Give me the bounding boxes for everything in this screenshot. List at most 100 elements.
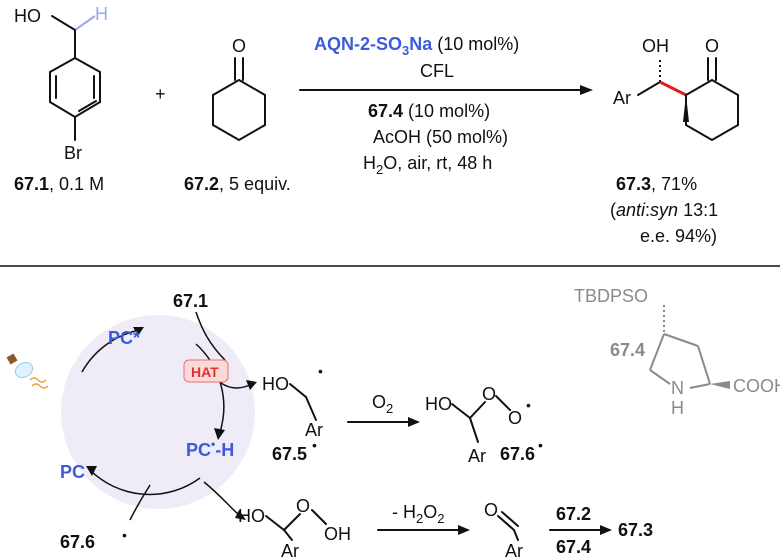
aldol-step: 67.2 67.4 67.3	[549, 504, 653, 557]
incoming-peroxyl-label: 67.6	[60, 532, 95, 552]
radical-dot: •	[122, 527, 127, 543]
product-caption: 67.3, 71%	[616, 174, 697, 194]
oxygen-addition: O2	[347, 392, 420, 427]
hydroxyl-label: HO	[262, 374, 289, 394]
final-product-label: 67.3	[618, 520, 653, 540]
bond	[51, 15, 76, 31]
oxygen-label: O	[508, 408, 522, 428]
arrowhead	[133, 327, 144, 336]
catalyst-text: AQN-2-SO3Na (10 mol%)	[314, 34, 519, 58]
hydroperoxide: HO O OH Ar	[238, 496, 351, 558]
double-bond	[501, 511, 519, 527]
hydroxyl-label: OH	[324, 524, 351, 544]
solvent-text: H2O, air, rt, 48 h	[363, 153, 492, 177]
pc-h-label: PC•-H	[186, 437, 234, 460]
oxygen-label: O	[482, 384, 496, 404]
arrowhead	[235, 510, 246, 520]
aryl-label: Ar	[281, 541, 299, 558]
hydrogen-label: H	[95, 4, 108, 24]
pc-label: PC	[60, 462, 85, 482]
hydroperoxide-out-arrow	[203, 481, 241, 517]
reaction-conditions: AQN-2-SO3Na (10 mol%) CFL 67.4 (10 mol%)…	[299, 34, 593, 177]
radical-dot: •	[526, 397, 531, 413]
double-bond	[78, 100, 97, 112]
plus-sign: +	[155, 84, 166, 104]
cocatalyst-text: 67.4 (10 mol%)	[368, 101, 490, 121]
wedge-bond	[683, 95, 689, 122]
bond	[495, 395, 511, 411]
peroxyl-67-6-label: 67.6	[500, 444, 535, 464]
catalytic-cycle: PC* PC PC•-H 67.1 HAT 67.6 •	[6, 291, 257, 552]
cycle-background	[61, 315, 255, 509]
light-bulb-icon	[6, 353, 49, 389]
bond	[469, 401, 486, 419]
product-o-label: O	[705, 36, 719, 56]
cycle-arc-hat	[195, 343, 225, 433]
reactant2-caption: 67.2, 5 equiv.	[184, 174, 291, 194]
bond	[283, 529, 293, 541]
reactant-67-1: HO H Br 67.1, 0.1 M	[14, 4, 108, 194]
carbonyl-o-label: O	[232, 36, 246, 56]
cyclohexanone-ring	[685, 78, 739, 142]
arrowhead	[214, 428, 225, 440]
bond	[513, 529, 519, 541]
c-h-bond	[74, 15, 96, 31]
bond	[649, 369, 671, 385]
arrowhead	[408, 417, 420, 427]
wedge-bond	[710, 381, 730, 389]
cyclohexane-ring	[212, 78, 266, 142]
acid-text: AcOH (50 mol%)	[373, 127, 508, 147]
reactant-67-2: O 67.2, 5 equiv.	[184, 36, 291, 194]
o2-label: O2	[372, 392, 393, 416]
tbdpso-label: TBDPSO	[574, 286, 648, 306]
ee-text: e.e. 94%)	[640, 226, 717, 246]
arrowhead	[458, 525, 470, 535]
sm-label: 67.1	[173, 291, 208, 311]
radical-dot: •	[538, 437, 543, 453]
aryl-label: Ar	[468, 446, 486, 466]
oxygen-label: O	[296, 496, 310, 516]
nitrogen-label: N	[671, 378, 684, 398]
peroxyl-in-arrow	[129, 484, 151, 521]
bond	[311, 509, 327, 525]
carbonyl-o-label: O	[484, 500, 498, 520]
bromo-label: Br	[64, 143, 82, 163]
dr-text: (anti:syn 13:1	[610, 200, 718, 220]
bond	[637, 81, 661, 96]
proline-label: 67.4	[610, 340, 645, 360]
cycle-arc-excitation	[81, 329, 141, 373]
minus-h2o2-label: - H2O2	[392, 502, 444, 526]
reagent-67-2-label: 67.2	[556, 504, 591, 524]
hat-label: HAT	[191, 364, 219, 380]
arrowhead	[86, 466, 97, 476]
peroxyl-67-6: HO O O • Ar 67.6 •	[425, 384, 543, 466]
bond	[663, 333, 699, 347]
aldehyde: O Ar	[484, 500, 523, 558]
hydroxyl-label: HO	[14, 6, 41, 26]
bond	[689, 383, 711, 389]
radical-67-5-label: 67.5	[272, 444, 307, 464]
substrate-in-arrow	[195, 311, 226, 361]
bond	[305, 396, 317, 421]
aryl-label: Ar	[505, 541, 523, 558]
hydroxyl-label: HO	[425, 394, 452, 414]
reagent-67-4-label: 67.4	[556, 537, 591, 557]
hydroxyl-label: HO	[238, 506, 265, 526]
aryl-label: Ar	[305, 420, 323, 440]
arrowhead	[600, 525, 612, 535]
radical-dot: •	[318, 363, 323, 379]
nh-hydrogen-label: H	[671, 398, 684, 418]
bond	[649, 333, 665, 371]
bond	[283, 513, 301, 531]
radical-dot: •	[312, 437, 317, 453]
product-ar-label: Ar	[613, 88, 631, 108]
benzene-ring	[49, 56, 101, 119]
reactant1-caption: 67.1, 0.1 M	[14, 174, 104, 194]
light-text: CFL	[420, 61, 454, 81]
bond	[265, 515, 285, 531]
hat-badge	[183, 359, 229, 383]
